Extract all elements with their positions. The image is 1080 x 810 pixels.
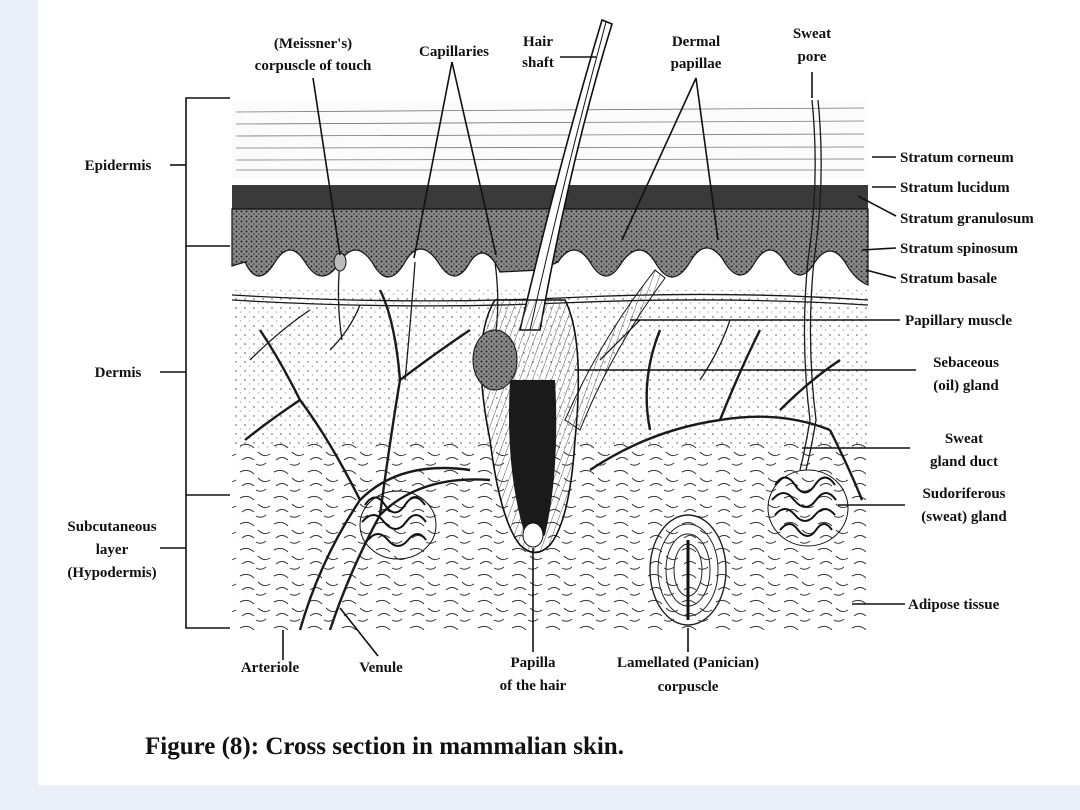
label-sudoriferous-2: (sweat) gland [921, 509, 1007, 525]
label-adipose: Adipose tissue [908, 597, 1000, 613]
label-arteriole: Arteriole [241, 660, 300, 676]
pointer-lines [282, 56, 916, 660]
label-stratum-granulosum: Stratum granulosum [900, 211, 1034, 227]
label-stratum-corneum: Stratum corneum [900, 150, 1014, 166]
label-venule: Venule [359, 660, 403, 676]
label-sweat-pore-1: Sweat [793, 26, 831, 42]
sebaceous-gland [472, 329, 518, 391]
hair-follicle [472, 18, 666, 554]
sudoriferous-coil [767, 469, 849, 547]
label-sudoriferous-1: Sudoriferous [922, 486, 1005, 502]
label-stratum-basale: Stratum basale [900, 271, 997, 287]
label-sebaceous-2: (oil) gland [933, 378, 999, 394]
label-stratum-spinosum: Stratum spinosum [900, 241, 1018, 257]
label-subcutaneous-2: layer [96, 542, 129, 558]
label-capillaries: Capillaries [419, 44, 489, 60]
label-papilla-2: of the hair [500, 678, 567, 694]
layer-brackets [160, 97, 230, 629]
label-sweat-duct-1: Sweat [945, 431, 983, 447]
label-papilla-1: Papilla [510, 655, 556, 671]
sweat-gland [359, 99, 849, 560]
label-hair-shaft-1: Hair [523, 34, 553, 50]
label-lamellated-1: Lamellated (Panician) [617, 655, 759, 671]
stratum-corneum-region [232, 100, 868, 178]
label-dermal-papillae-2: papillae [671, 56, 722, 72]
lamellated-corpuscle [649, 514, 727, 626]
label-stratum-lucidum: Stratum lucidum [900, 180, 1010, 196]
arrector-pili-muscle [564, 269, 666, 431]
diagram-labels: (Meissner's) corpuscle of touch Capillar… [67, 26, 1034, 695]
figure-caption: Figure (8): Cross section in mammalian s… [145, 733, 624, 760]
label-meissner-2: corpuscle of touch [255, 58, 372, 74]
hair-papilla [522, 522, 544, 548]
label-epidermis: Epidermis [85, 158, 152, 174]
label-sweat-duct-2: gland duct [930, 454, 998, 470]
blood-vessels [244, 289, 864, 631]
venule-coil [359, 490, 437, 560]
label-dermal-papillae-1: Dermal [672, 34, 720, 50]
label-dermis: Dermis [95, 365, 142, 381]
label-sweat-pore-2: pore [798, 49, 827, 65]
label-subcutaneous-1: Subcutaneous [67, 519, 156, 535]
label-meissner-1: (Meissner's) [274, 36, 352, 52]
label-lamellated-2: corpuscle [658, 679, 719, 695]
label-sebaceous-1: Sebaceous [933, 355, 999, 371]
label-hair-shaft-2: shaft [522, 55, 554, 71]
label-papillary-muscle: Papillary muscle [905, 313, 1012, 329]
corneum-lines [235, 107, 865, 171]
label-subcutaneous-3: (Hypodermis) [67, 565, 156, 581]
